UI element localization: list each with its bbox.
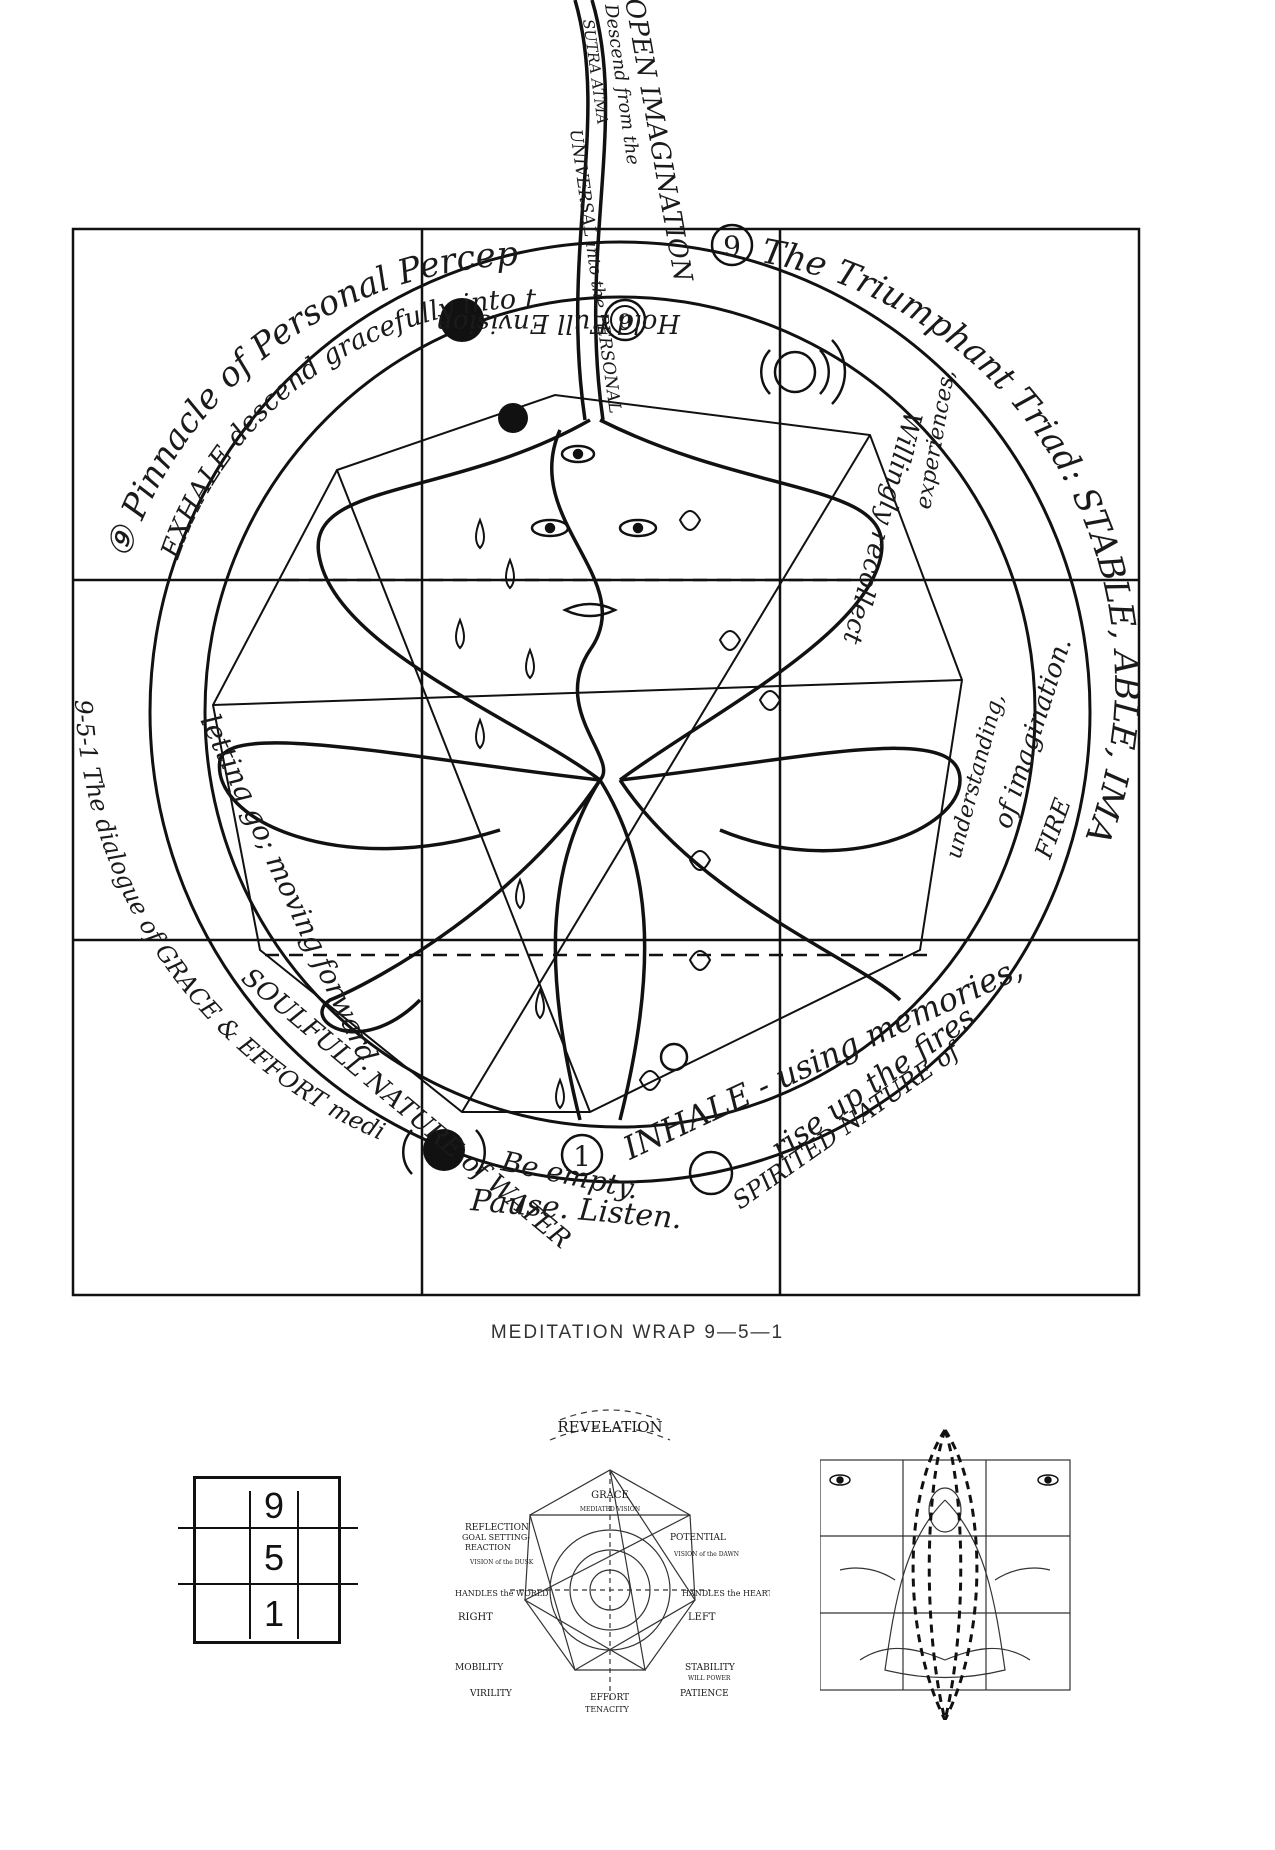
grid-vline-2 bbox=[297, 1491, 299, 1639]
seated-figure-diagram bbox=[820, 1420, 1080, 1720]
grid-hline-1 bbox=[178, 1527, 358, 1529]
star-tenacity: TENACITY bbox=[585, 1705, 630, 1714]
exhale-textpath: EXHALE descend gracefully into the well … bbox=[0, 0, 536, 563]
star-patience: PATIENCE bbox=[680, 1689, 729, 1699]
universal-text: UNIVERSAL into the PERSONAL bbox=[565, 128, 625, 415]
hollow-dot-right bbox=[661, 1044, 687, 1070]
figure-caption: MEDITATION WRAP 9—5—1 bbox=[0, 1322, 1275, 1344]
star-vision-dawn: VISION of the DAWN bbox=[673, 1551, 739, 1558]
star-mediated: MEDIATED VISION bbox=[580, 1506, 640, 1513]
star-right: RIGHT bbox=[458, 1612, 493, 1623]
star-handles-heart: HANDLES the HEART bbox=[682, 1589, 770, 1598]
star-diagram: REVELATION GRACE MEDIATED VISION REFLECT… bbox=[450, 1400, 770, 1740]
grid-number-nine: 9 bbox=[254, 1485, 294, 1527]
star-vision-dusk: VISION of the DUSK bbox=[469, 1559, 534, 1566]
number-grid: 9 5 1 bbox=[193, 1476, 341, 1644]
grid-number-five: 5 bbox=[254, 1537, 294, 1579]
star-grace: GRACE bbox=[591, 1490, 629, 1501]
star-mobility: MOBILITY bbox=[455, 1663, 504, 1673]
willingly-text: Willingly recollect bbox=[836, 408, 927, 647]
sound-wave-icon bbox=[403, 340, 845, 1174]
star-reflection: REFLECTION bbox=[465, 1523, 529, 1533]
hold-text: Hold Full Envision bbox=[436, 308, 681, 338]
black-dot-small bbox=[498, 403, 528, 433]
star-effort: EFFORT bbox=[590, 1693, 629, 1703]
star-will-power: WILL POWER bbox=[688, 1675, 731, 1682]
understanding-text: understanding, bbox=[942, 691, 1010, 861]
grid-vline-1 bbox=[249, 1491, 251, 1639]
grid-number-one: 1 bbox=[254, 1593, 294, 1635]
meditation-wrap-diagram: 9 9 1 OPEN IMAGINATION Descend from the … bbox=[0, 0, 1275, 1300]
star-stability: STABILITY bbox=[685, 1663, 736, 1673]
star-reaction: REACTION bbox=[465, 1543, 511, 1552]
star-revelation: REVELATION bbox=[557, 1418, 662, 1436]
star-goal-setting: GOAL SETTING- bbox=[462, 1533, 530, 1542]
exhale-text: EXHALE descend gracefully into the well … bbox=[0, 0, 536, 563]
badge-nine-top-text: 9 bbox=[723, 230, 741, 263]
star-virility: VIRILITY bbox=[469, 1689, 513, 1699]
figure-eyes bbox=[830, 1475, 1058, 1485]
badge-nine-top: 9 bbox=[712, 225, 752, 265]
star-left: LEFT bbox=[688, 1612, 716, 1623]
grid-hline-2 bbox=[178, 1583, 358, 1585]
star-handles-world: HANDLES the WORLD bbox=[455, 1589, 549, 1598]
star-potential: POTENTIAL bbox=[670, 1533, 726, 1543]
